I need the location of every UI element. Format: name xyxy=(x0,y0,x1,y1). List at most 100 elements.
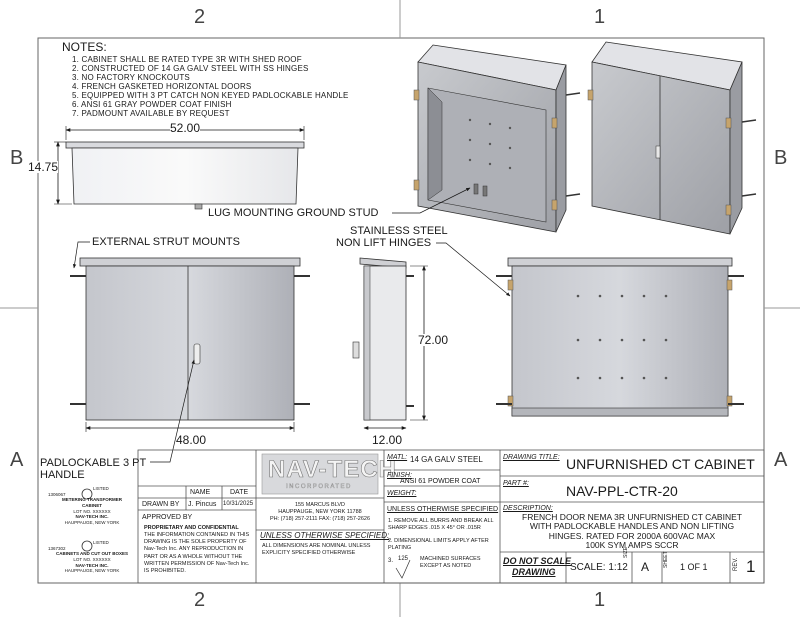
part-number-label: PART #: xyxy=(503,480,529,487)
ul-number: 1367302 xyxy=(48,545,66,551)
ul-line: LOT NO. XXXXXX xyxy=(73,556,111,562)
date-header: DATE xyxy=(230,489,249,496)
note-item: 5. EQUIPPED WITH 3 PT CATCH NON KEYED PA… xyxy=(72,91,349,100)
title-block-grid xyxy=(137,449,765,584)
scale-value: SCALE: 1:12 xyxy=(570,562,628,573)
callout-padlock-line2: HANDLE xyxy=(40,469,85,481)
unless2-note-2: 2. DIMENSIONAL LIMITS APPLY AFTER PLATIN… xyxy=(388,538,489,552)
size-value: A xyxy=(641,560,650,574)
matl-value: 14 GA GALV STEEL xyxy=(410,455,483,464)
iso-open-view xyxy=(413,44,581,233)
zone-label-right-a: A xyxy=(774,449,788,471)
dim-top-width: 52.00 xyxy=(170,121,201,135)
ul-label-transformer: LISTED 1306067 METERING TRANSFORMER CABI… xyxy=(48,486,136,525)
dim-side-height: 72.00 xyxy=(418,333,449,347)
zone-label-left-b: B xyxy=(10,147,24,169)
unless2-line: 2. DIMENSIONAL LIMITS APPLY AFTER xyxy=(388,538,489,544)
zone-label-right-b: B xyxy=(774,147,788,169)
unless2-line: EXCEPT AS NOTED xyxy=(420,563,472,570)
unless2-line: MACHINED SURFACES xyxy=(420,556,481,562)
proprietary-line: DRAWING IS THE SOLE PROPERTY OF xyxy=(144,539,247,546)
note-item: 6. ANSI 61 GRAY POWDER COAT FINISH xyxy=(72,100,232,109)
notes-title: NOTES: xyxy=(62,40,107,54)
description-label: DESCRIPTION: xyxy=(503,505,553,512)
ul-line: LOT NO. XXXXXX xyxy=(73,508,111,514)
callout-strut-mounts: EXTERNAL STRUT MOUNTS xyxy=(92,236,240,248)
finish-label: FINISH: xyxy=(387,472,412,479)
zone-label-left-a: A xyxy=(10,449,24,471)
proprietary-title: PROPRIETARY AND CONFIDENTIAL xyxy=(144,525,239,531)
proprietary-line: THE INFORMATION CONTAINED IN THIS xyxy=(144,532,250,539)
proprietary-line: WRITTEN PERMISSION OF Nav-Tech Inc. xyxy=(144,560,250,567)
company-address: 155 MARCUS BLVD HAUPPAUGE, NEW YORK 1178… xyxy=(258,502,382,523)
zone-label-top-2: 2 xyxy=(194,6,206,28)
ul-line: CABINETS AND CUT OUT BOXES xyxy=(55,551,129,557)
drawing-title-label: DRAWING TITLE: xyxy=(503,454,560,461)
ul-line: HAUPPAUGE, NEW YORK xyxy=(64,519,120,525)
size-label: SIZE xyxy=(623,546,629,558)
description-line: 100K SYM AMPS SCCR xyxy=(585,540,679,551)
unless-line: EXPLICITY SPECIFIED OTHERWISE xyxy=(262,550,356,557)
unless2-header: UNLESS OTHERWISE SPECIFIED xyxy=(387,506,499,513)
unless-line: ALL DIMENSIONS ARE NOMINAL UNLESS xyxy=(262,543,371,549)
unless2-line: SHARP EDGES .015 X 45° OR .015R xyxy=(388,525,481,532)
company-logo: NAV-TECH xyxy=(268,456,397,483)
ul-line: NAV-TECH INC. xyxy=(75,562,109,568)
unless2-note-1: 1. REMOVE ALL BURRS AND BREAK ALL SHARP … xyxy=(388,518,494,532)
top-view xyxy=(54,126,305,210)
note-item: 1. CABINET SHALL BE RATED TYPE 3R WITH S… xyxy=(72,55,302,64)
proprietary-line: IS PROHIBITED. xyxy=(144,567,186,574)
company-logo-sub: INCORPORATED xyxy=(286,484,352,490)
sheet-value: 1 OF 1 xyxy=(680,562,708,572)
weight-label: WEIGHT: xyxy=(387,490,417,497)
ul-line: METERING TRANSFORMER xyxy=(62,497,122,503)
do-not-scale-line1: DO NOT SCALE xyxy=(503,556,572,566)
drawn-by-date: 10/31/2025 xyxy=(223,501,254,507)
note-item: 7. PADMOUNT AVAILABLE BY REQUEST xyxy=(72,109,230,118)
part-number-value: NAV-PPL-CTR-20 xyxy=(566,483,678,499)
ul-line: CABINET xyxy=(82,502,102,508)
rev-value: 1 xyxy=(746,557,756,576)
drawn-by-name: J. Pincus xyxy=(188,501,217,508)
dim-top-height: 14.75 xyxy=(28,160,59,174)
notes-block: NOTES: 1. CABINET SHALL BE RATED TYPE 3R… xyxy=(62,40,349,118)
ul-listed-text: LISTED xyxy=(93,540,109,545)
approved-by-label: APPROVED BY xyxy=(142,514,193,521)
description-line: HINGES. RATED FOR 2000A 600VAC MAX xyxy=(548,530,716,541)
note-item: 4. FRENCH GASKETED HORIZONTAL DOORS xyxy=(72,82,252,91)
address-line: 155 MARCUS BLVD xyxy=(294,502,346,508)
rev-label: REV. xyxy=(733,557,739,571)
unless-specified-text: ALL DIMENSIONS ARE NOMINAL UNLESS EXPLIC… xyxy=(262,543,370,557)
description-line: FRENCH DOOR NEMA 3R UNFURNISHED CT CABIN… xyxy=(522,512,742,522)
ul-line: NAV-TECH INC. xyxy=(75,514,109,520)
do-not-scale-line2: DRAWING xyxy=(512,567,556,577)
unless2-note-3: MACHINED SURFACES EXCEPT AS NOTED xyxy=(420,556,481,570)
callout-hinges-line1: STAINLESS STEEL xyxy=(350,225,448,237)
back-view xyxy=(496,257,744,417)
dim-side-depth: 12.00 xyxy=(372,433,403,447)
zone-label-bottom-1: 1 xyxy=(594,589,606,611)
ul-label-cabinets: LISTED 1367302 CABINETS AND CUT OUT BOXE… xyxy=(48,540,136,574)
proprietary-line: PART OR AS A WHOLE WITHOUT THE xyxy=(144,553,243,560)
unless2-note-3-num: 3. xyxy=(388,558,394,564)
front-view xyxy=(70,257,310,432)
zone-label-top-1: 1 xyxy=(594,6,606,28)
ul-listed-text: LISTED xyxy=(93,486,109,491)
description-text: FRENCH DOOR NEMA 3R UNFURNISHED CT CABIN… xyxy=(500,512,764,551)
ul-line: HAUPPAUGE, NEW YORK xyxy=(64,568,120,574)
ul-number: 1306067 xyxy=(48,491,66,497)
proprietary-line: Nav-Tech Inc. ANY REPRODUCTION IN xyxy=(144,546,244,553)
finish-value: ANSI 61 POWDER COAT xyxy=(400,478,481,485)
address-line: PH: (718) 257-2111 FAX: (718) 257-2626 xyxy=(269,516,371,523)
surface-finish-value: 125 xyxy=(398,556,409,562)
callout-hinges-line2: NON LIFT HINGES xyxy=(336,237,432,249)
description-line: WITH PADLOCKABLE HANDLES AND NON LIFTING xyxy=(529,521,735,532)
note-item: 2. CONSTRUCTED OF 14 GA GALV STEEL WITH … xyxy=(72,64,309,73)
callout-padlock-line1: PADLOCKABLE 3 PT xyxy=(40,457,147,469)
name-header: NAME xyxy=(190,489,211,496)
iso-closed-view xyxy=(587,41,757,235)
matl-label: MATL: xyxy=(387,454,408,461)
unless-specified-header: UNLESS OTHERWISE SPECIFIED: xyxy=(260,531,390,540)
sheet-label: SHEET xyxy=(663,551,669,568)
callout-lug-stud: LUG MOUNTING GROUND STUD xyxy=(208,207,379,219)
